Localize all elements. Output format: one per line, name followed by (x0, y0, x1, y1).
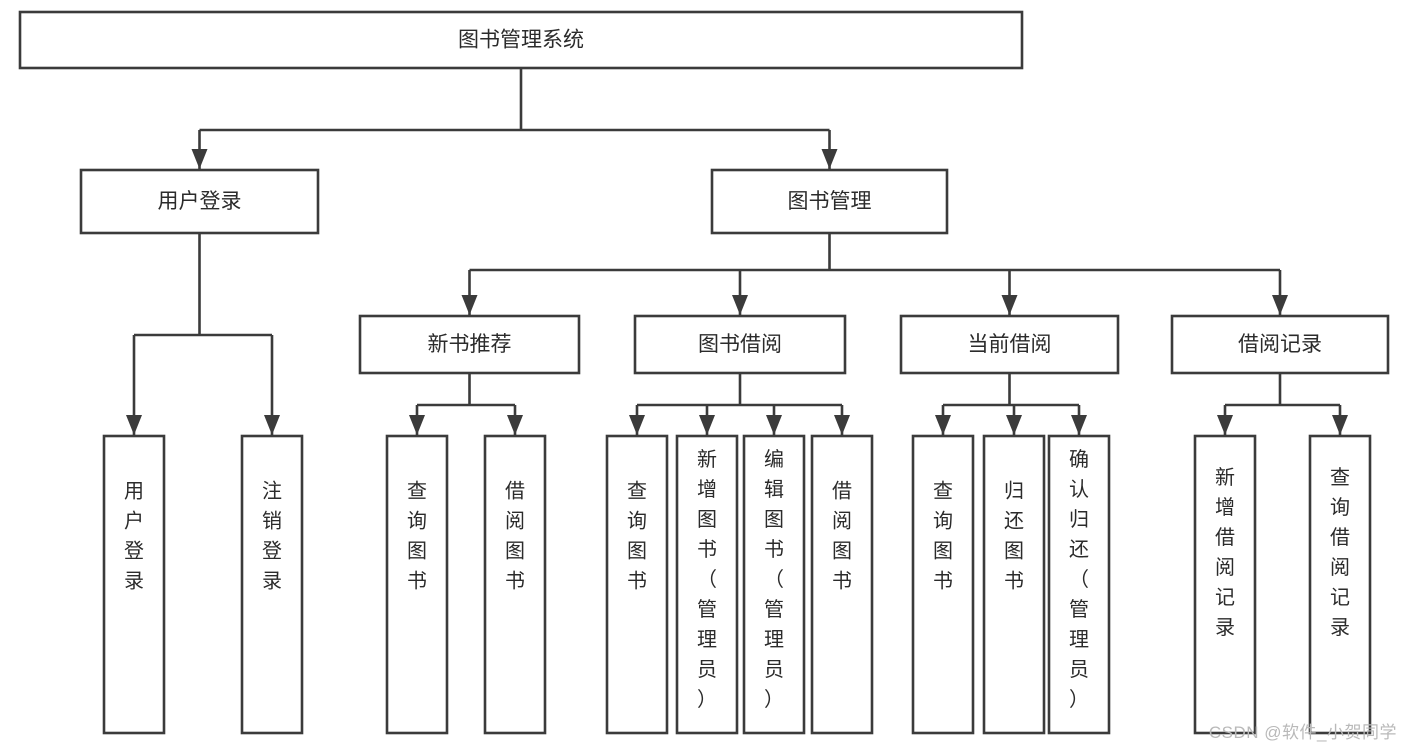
arrow-head-icon (126, 415, 142, 435)
node-box[interactable] (102, 434, 166, 735)
node-record-add[interactable]: 新增借阅记录 (1193, 434, 1257, 735)
connector-layer (126, 68, 1348, 435)
node-recommend-query-book[interactable]: 查询图书 (385, 434, 449, 735)
arrow-head-icon (935, 415, 951, 435)
node-recommend-borrow-book[interactable]: 借阅图书 (483, 434, 547, 735)
node-label: 图书管理系统 (458, 29, 584, 52)
arrow-head-icon (732, 295, 748, 315)
node-box[interactable] (605, 434, 669, 735)
arrow-head-icon (191, 149, 208, 169)
node-book-borrow[interactable]: 图书借阅 (633, 314, 847, 375)
node-new-book-recommend[interactable]: 新书推荐 (358, 314, 581, 375)
arrow-head-icon (1001, 295, 1018, 315)
node-record-query[interactable]: 查询借阅记录 (1308, 434, 1372, 735)
node-label: 用户登录 (124, 481, 144, 593)
node-box[interactable] (710, 168, 949, 235)
node-label: 新增借阅记录 (1215, 466, 1235, 639)
arrow-head-icon (264, 415, 280, 435)
node-borrow-borrow-book[interactable]: 借阅图书 (810, 434, 874, 735)
node-current-confirm-return[interactable]: 确认归还（管理员） (1047, 434, 1111, 735)
node-borrow-query-book[interactable]: 查询图书 (605, 434, 669, 735)
arrow-head-icon (699, 415, 715, 435)
node-label: 查询图书 (407, 480, 427, 593)
node-label: 图书管理 (788, 190, 872, 213)
node-box[interactable] (1047, 434, 1111, 735)
arrow-head-icon (1071, 415, 1087, 435)
node-box[interactable] (1193, 434, 1257, 735)
node-box[interactable] (982, 434, 1046, 735)
node-label: 查询图书 (627, 480, 647, 593)
node-current-query-book[interactable]: 查询图书 (911, 434, 975, 735)
node-borrow-add-book[interactable]: 新增图书（管理员） (675, 434, 739, 735)
arrow-head-icon (409, 415, 425, 435)
node-label: 新增图书（管理员） (697, 448, 717, 711)
node-label: 确认归还（管理员） (1069, 448, 1089, 711)
node-label: 借阅图书 (832, 480, 852, 593)
node-label: 新书推荐 (428, 333, 512, 356)
arrow-head-icon (507, 415, 523, 435)
node-box[interactable] (1308, 434, 1372, 735)
node-box[interactable] (79, 168, 320, 235)
node-user-login-login[interactable]: 用户登录 (102, 434, 166, 735)
node-box[interactable] (18, 10, 1024, 70)
node-label: 用户登录 (158, 190, 242, 213)
arrow-head-icon (834, 415, 850, 435)
node-box[interactable] (899, 314, 1120, 375)
node-label: 编辑图书（管理员） (764, 448, 784, 711)
node-root[interactable]: 图书管理系统 (18, 10, 1024, 70)
node-label: 归还图书 (1004, 480, 1024, 593)
node-current-return-book[interactable]: 归还图书 (982, 434, 1046, 735)
node-box[interactable] (675, 434, 739, 735)
node-layer: 图书管理系统用户登录用户登录注销登录图书管理新书推荐查询图书借阅图书图书借阅查询… (18, 10, 1390, 735)
node-box[interactable] (742, 434, 806, 735)
arrow-head-icon (1272, 295, 1288, 315)
arrow-head-icon (629, 415, 645, 435)
arrow-head-icon (1006, 415, 1022, 435)
node-user-login-logout[interactable]: 注销登录 (240, 434, 304, 735)
arrow-head-icon (821, 149, 838, 169)
node-label: 借阅图书 (505, 480, 525, 593)
node-label: 注销登录 (262, 480, 282, 593)
node-box[interactable] (385, 434, 449, 735)
node-box[interactable] (911, 434, 975, 735)
node-user-login[interactable]: 用户登录 (79, 168, 320, 235)
arrow-head-icon (766, 415, 782, 435)
node-label: 借阅记录 (1238, 333, 1322, 356)
node-label: 查询借阅记录 (1330, 466, 1350, 639)
node-label: 查询图书 (933, 480, 953, 593)
node-label: 图书借阅 (698, 333, 782, 356)
node-borrow-edit-book[interactable]: 编辑图书（管理员） (742, 434, 806, 735)
node-borrow-record[interactable]: 借阅记录 (1170, 314, 1390, 375)
node-box[interactable] (810, 434, 874, 735)
node-box[interactable] (1170, 314, 1390, 375)
node-book-manage[interactable]: 图书管理 (710, 168, 949, 235)
arrow-head-icon (461, 295, 478, 315)
watermark-text: CSDN @软件_小贺同学 (1208, 723, 1397, 742)
arrow-head-icon (1217, 415, 1233, 435)
node-label: 当前借阅 (968, 333, 1052, 356)
node-box[interactable] (483, 434, 547, 735)
node-current-borrow[interactable]: 当前借阅 (899, 314, 1120, 375)
arrow-head-icon (1332, 415, 1348, 435)
node-box[interactable] (358, 314, 581, 375)
node-box[interactable] (240, 434, 304, 735)
node-box[interactable] (633, 314, 847, 375)
